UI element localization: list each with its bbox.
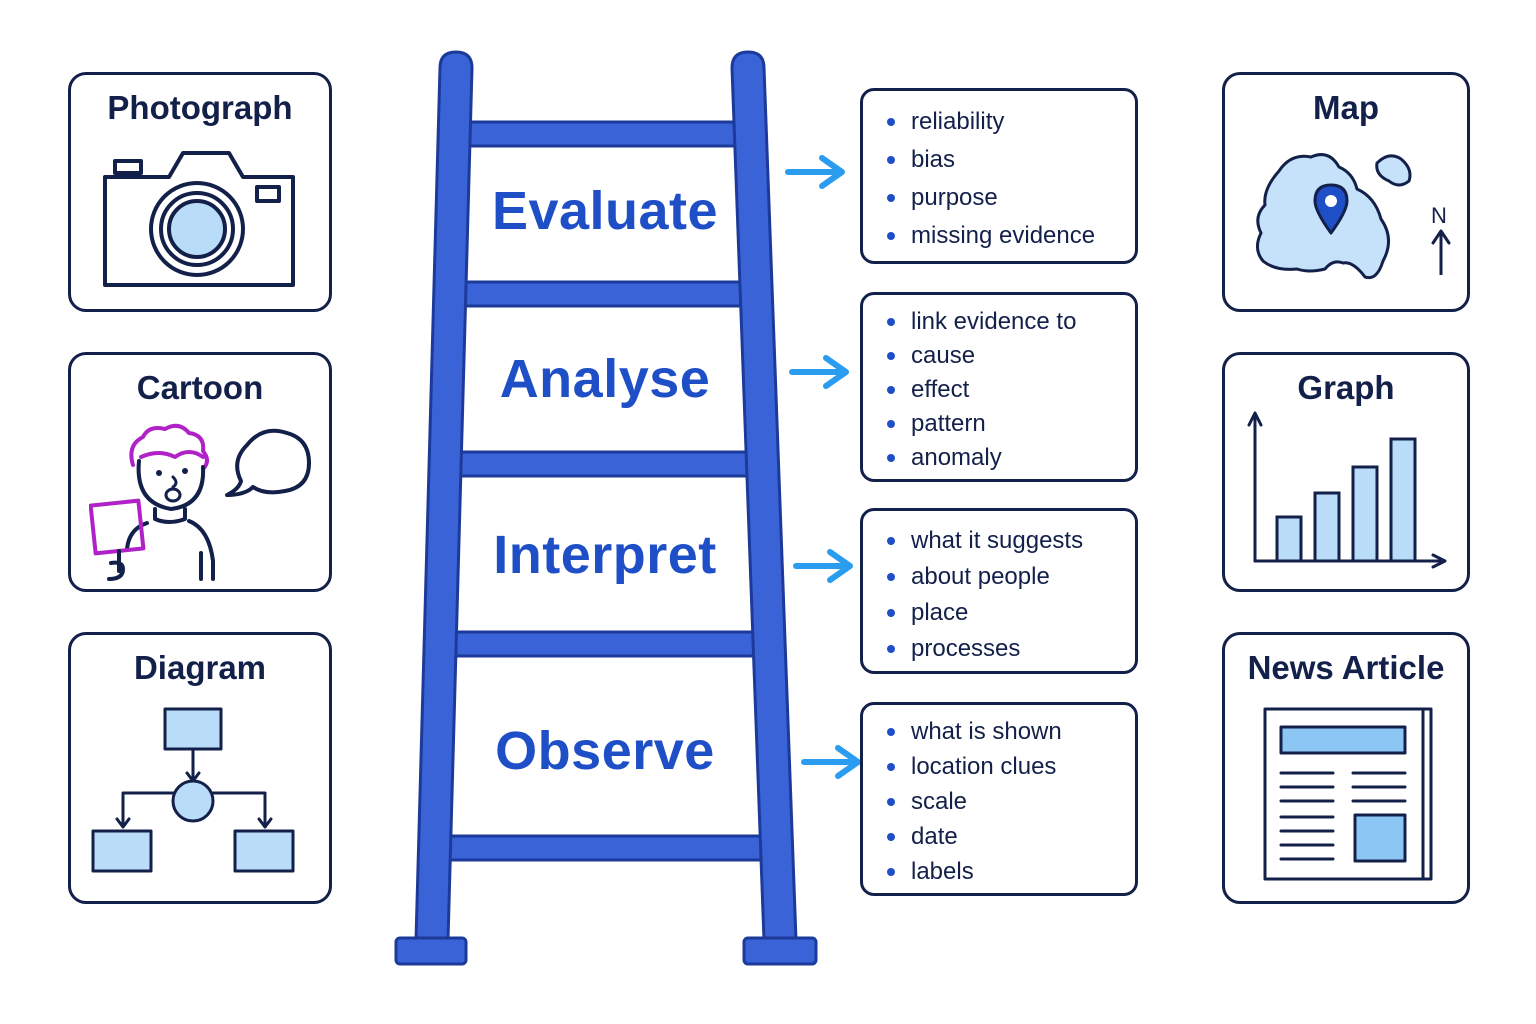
list-item: pattern (887, 407, 1129, 441)
north-label: N (1431, 203, 1447, 228)
newspaper-icon (1263, 707, 1433, 881)
bar (1275, 515, 1303, 563)
camera-icon (103, 151, 295, 287)
analyse-points-box: link evidence to cause effect pattern an… (860, 292, 1138, 482)
ladder-rung (464, 120, 740, 148)
list-item: anomaly (887, 441, 1129, 475)
card-title: Map (1313, 89, 1379, 126)
card-title: News Article (1247, 649, 1445, 686)
step-label-interpret: Interpret (493, 525, 717, 585)
flowchart-icon (91, 707, 295, 873)
list-item: about people (887, 559, 1129, 595)
graph-card: Graph (1222, 352, 1470, 592)
list-item: purpose (887, 179, 1129, 217)
photograph-card: Photograph (68, 72, 332, 312)
list-item: place (887, 595, 1129, 631)
cartoon-card: Cartoon (68, 352, 332, 592)
arrow-right-icon (801, 745, 861, 779)
list-item: reliability (887, 103, 1129, 141)
card-title: Graph (1297, 369, 1395, 406)
bar-graph-icon (1247, 411, 1447, 569)
evaluate-points-box: reliability bias purpose missing evidenc… (860, 88, 1138, 264)
ladder-rung (444, 834, 764, 862)
list-item: bias (887, 141, 1129, 179)
news-article-card: News Article (1222, 632, 1470, 904)
list-item: cause (887, 339, 1129, 373)
cartoon-person-icon (89, 423, 311, 581)
card-title: Diagram (133, 649, 267, 686)
diagram-card: Diagram (68, 632, 332, 904)
step-label-observe: Observe (495, 721, 715, 781)
card-title: Photograph (107, 89, 293, 126)
list-item: missing evidence (887, 217, 1129, 255)
map-card: Map N (1222, 72, 1470, 312)
list-item: effect (887, 373, 1129, 407)
card-title: Cartoon (136, 369, 264, 406)
list-item: what it suggests (887, 523, 1129, 559)
ladder-rung (450, 630, 758, 658)
bar (1389, 437, 1417, 563)
list-item: scale (887, 784, 1129, 819)
arrow-right-icon (793, 549, 853, 583)
ladder-right-rail (730, 50, 798, 942)
ladder-left-rail (414, 50, 474, 942)
arrow-right-icon (785, 155, 845, 189)
list-item: date (887, 819, 1129, 854)
map-icon (1256, 153, 1451, 280)
ladder-rung (456, 450, 750, 478)
list-item: labels (887, 854, 1129, 889)
bar (1351, 465, 1379, 563)
bar (1313, 491, 1341, 563)
interpret-points-box: what it suggests about people place proc… (860, 508, 1138, 674)
list-item: link evidence to (887, 305, 1129, 339)
ladder-left-foot (394, 936, 468, 966)
ladder-rung (462, 280, 744, 308)
step-label-evaluate: Evaluate (491, 181, 719, 241)
ladder-right-foot (742, 936, 818, 966)
observe-points-box: what is shown location clues scale date … (860, 702, 1138, 896)
step-label-analyse: Analyse (499, 349, 711, 409)
list-item: what is shown (887, 714, 1129, 749)
list-item: location clues (887, 749, 1129, 784)
list-item: processes (887, 631, 1129, 667)
arrow-right-icon (789, 355, 849, 389)
